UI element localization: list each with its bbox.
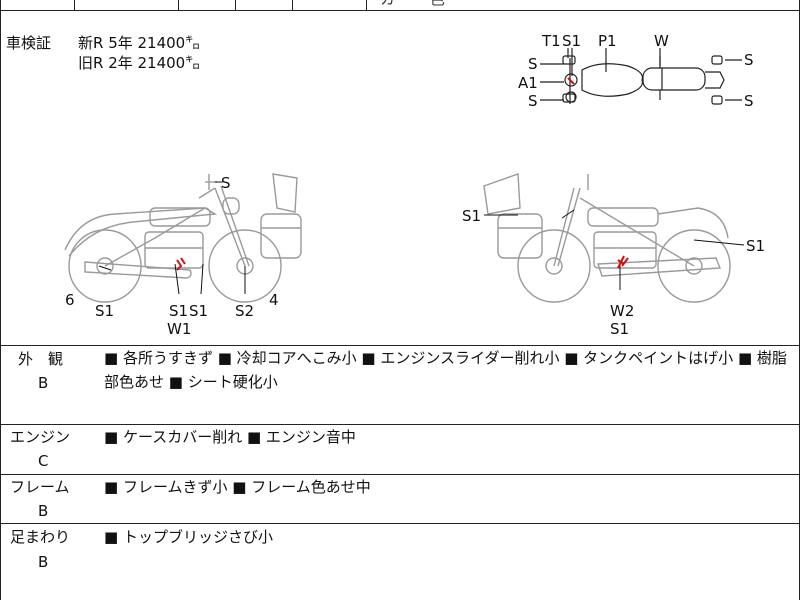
top-strip-border xyxy=(0,10,800,11)
row-divider xyxy=(0,474,800,475)
left-border xyxy=(0,0,1,600)
left-label-4: 4 xyxy=(269,291,279,309)
top-label-p1: P1 xyxy=(598,32,617,50)
row-grade-exterior: B xyxy=(38,374,49,392)
top-strip-divider xyxy=(366,0,367,10)
right-label-w2: W2 xyxy=(610,302,634,320)
row-grade-frame: B xyxy=(38,502,49,520)
left-label-6: 6 xyxy=(65,291,75,309)
row-remarks-exterior: ■ 各所うすきず ■ 冷却コアへこみ小 ■ エンジンスライダー削れ小 ■ タンク… xyxy=(104,349,787,391)
left-label-w1: W1 xyxy=(167,320,191,338)
registration-new: 新R 5年 21400㌔ xyxy=(78,34,201,52)
top-label-s-left-bottom: S xyxy=(528,92,538,110)
left-label-s1-center: S1 xyxy=(169,302,188,320)
inspection-table-top-border xyxy=(0,345,800,346)
row-remarks-suspension: ■ トップブリッジさび小 xyxy=(104,528,273,546)
right-label-s1-fairing: S1 xyxy=(462,207,481,225)
row-remarks-engine: ■ ケースカバー削れ ■ エンジン音中 xyxy=(104,428,356,446)
top-strip-divider xyxy=(235,0,236,10)
row-label-exterior: 外 観 xyxy=(18,350,64,368)
top-view-diagram: T1 S1 P1 W S A1 S S S xyxy=(518,32,754,110)
top-label-s-lower-right: S xyxy=(744,92,754,110)
top-label-s-left-top: S xyxy=(528,55,538,73)
row-divider xyxy=(0,523,800,524)
top-label-w: W xyxy=(654,32,669,50)
left-label-s1-right: S1 xyxy=(189,302,208,320)
top-strip-divider xyxy=(178,0,179,10)
row-divider xyxy=(0,424,800,425)
right-label-s1-engine: S1 xyxy=(610,320,629,338)
row-label-frame: フレーム xyxy=(10,478,70,496)
row-grade-suspension: B xyxy=(38,553,49,571)
registration-old: 旧R 2年 21400㌔ xyxy=(78,54,201,72)
top-strip-divider xyxy=(74,0,75,10)
top-strip-divider xyxy=(292,0,293,10)
top-label-s1: S1 xyxy=(562,32,581,50)
row-grade-engine: C xyxy=(38,452,49,470)
top-label-a1: A1 xyxy=(518,74,538,92)
registration-label: 車検証 xyxy=(6,34,52,52)
top-label-t1: T1 xyxy=(541,32,561,50)
row-label-suspension: 足まわり xyxy=(10,528,71,546)
left-label-s2: S2 xyxy=(235,302,254,320)
right-label-s1-rear: S1 xyxy=(746,237,765,255)
row-remarks-frame: ■ フレームきず小 ■ フレーム色あせ中 xyxy=(104,478,371,496)
top-label-s-upper-right: S xyxy=(744,51,754,69)
right-side-diagram: S1 S1 W2 S1 xyxy=(462,173,765,338)
left-label-s1-rear: S1 xyxy=(95,302,114,320)
top-strip-text: カ・ー 色 xyxy=(380,0,445,8)
row-label-engine: エンジン xyxy=(10,428,71,446)
left-side-diagram: S 6 S1 S1 S1 W1 S2 4 xyxy=(64,173,302,338)
left-label-s-mirror: S xyxy=(221,174,231,192)
